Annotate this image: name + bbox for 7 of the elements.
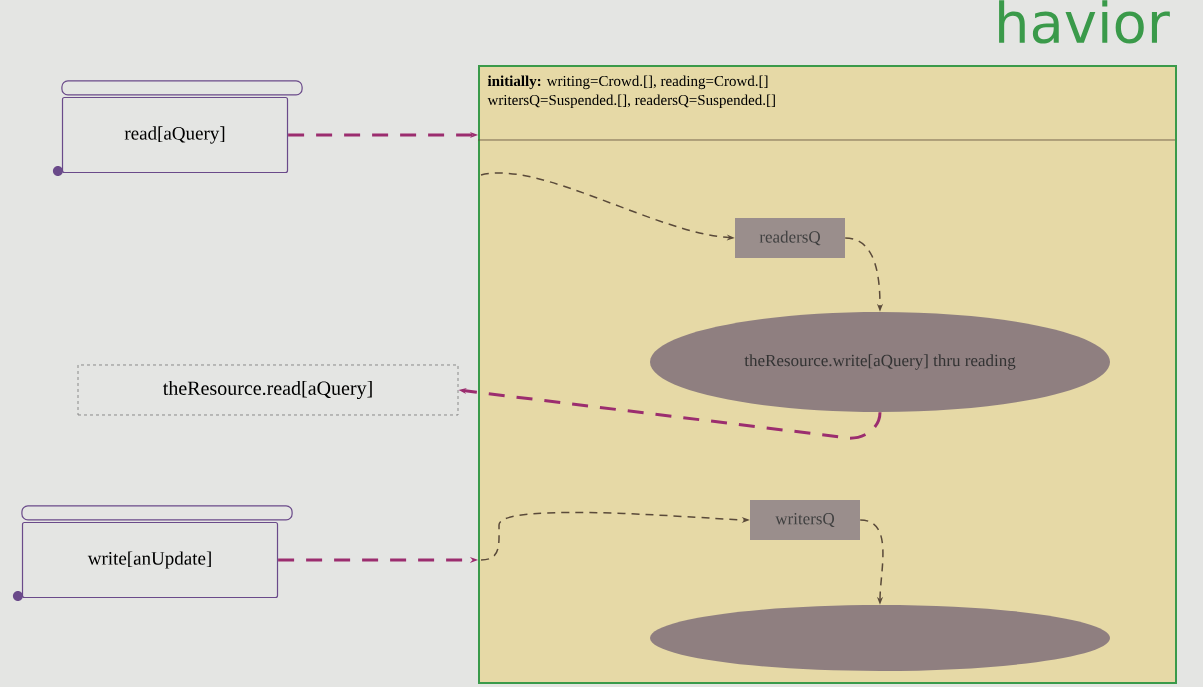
scroll-box: read[aQuery] <box>52 80 303 177</box>
queue-box: writersQ <box>750 500 860 540</box>
queue-box: readersQ <box>735 218 845 258</box>
slide-title: havior <box>999 0 1170 44</box>
action-ellipse <box>650 605 1110 671</box>
scroll-box: write[anUpdate] <box>12 505 293 602</box>
dashed-box: theResource.read[aQuery] <box>77 364 459 416</box>
